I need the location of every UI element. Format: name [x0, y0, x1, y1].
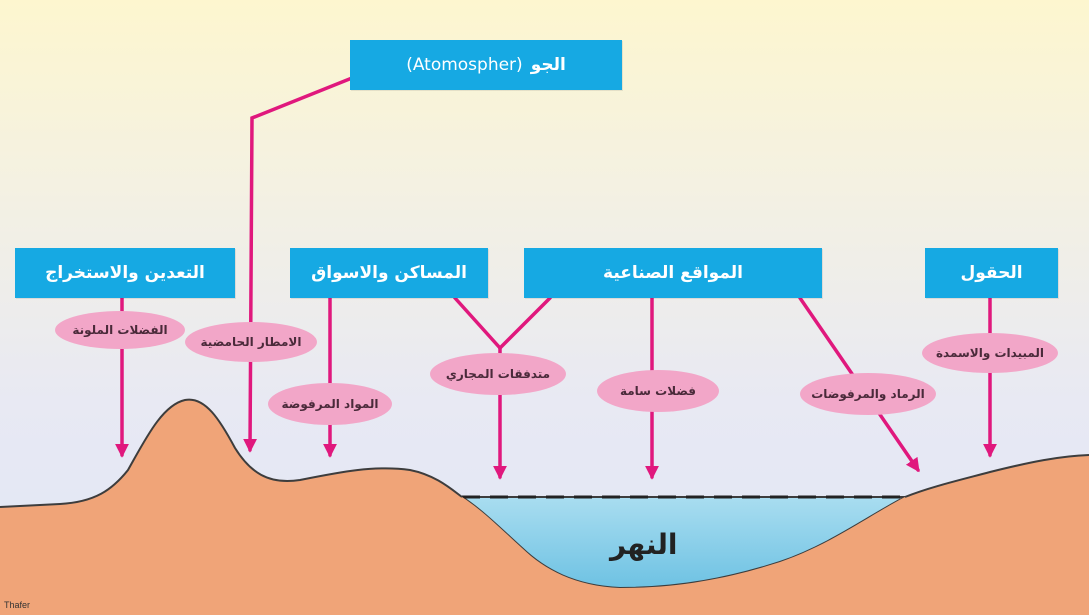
- toxic-waste-bubble: فضلات سامة: [597, 370, 719, 412]
- stream-flows-label: متدفقات المجاري: [445, 367, 551, 381]
- industry-box: المواقع الصناعية: [524, 248, 822, 298]
- credit-text: Thafer: [4, 600, 31, 610]
- pesticides-fertilizers-label: المبيدات والاسمدة: [935, 346, 1045, 360]
- mining-box: التعدين والاستخراج: [15, 248, 235, 298]
- industry-connector-left: [453, 296, 502, 350]
- atmosphere-label-arabic: الجو: [530, 55, 566, 75]
- discarded-materials-bubble: المواد المرفوضة: [268, 383, 392, 425]
- stream-flows-bubble: متدفقات المجاري: [430, 353, 566, 395]
- discarded-materials-label: المواد المرفوضة: [281, 397, 379, 411]
- land-outline: [0, 398, 1089, 508]
- atmosphere-label-latin: (Atomospher): [406, 55, 523, 75]
- fields-label: الحقول: [960, 263, 1023, 283]
- pesticides-fertilizers-bubble: المبيدات والاسمدة: [922, 333, 1058, 373]
- river-label: النهر: [610, 528, 678, 561]
- acid-rain-label: الامطار الحامضية: [200, 335, 302, 349]
- acid-rain-bubble: الامطار الحامضية: [185, 322, 317, 362]
- atmosphere-box: (Atomospher) الجو: [350, 40, 622, 90]
- land: [0, 399, 1089, 615]
- mining-label: التعدين والاستخراج: [45, 263, 205, 283]
- colored-waste-bubble: الفضلات الملونة: [55, 311, 185, 349]
- housing-box: المساكن والاسواق: [290, 248, 488, 298]
- industry-connector-right: [498, 296, 552, 350]
- fields-box: الحقول: [925, 248, 1058, 298]
- ash-rejects-bubble: الرماد والمرفوضات: [800, 373, 936, 415]
- ash-rejects-label: الرماد والمرفوضات: [811, 387, 925, 401]
- colored-waste-label: الفضلات الملونة: [72, 323, 168, 337]
- housing-label: المساكن والاسواق: [311, 263, 467, 283]
- industry-label: المواقع الصناعية: [603, 263, 743, 283]
- toxic-waste-label: فضلات سامة: [619, 384, 697, 398]
